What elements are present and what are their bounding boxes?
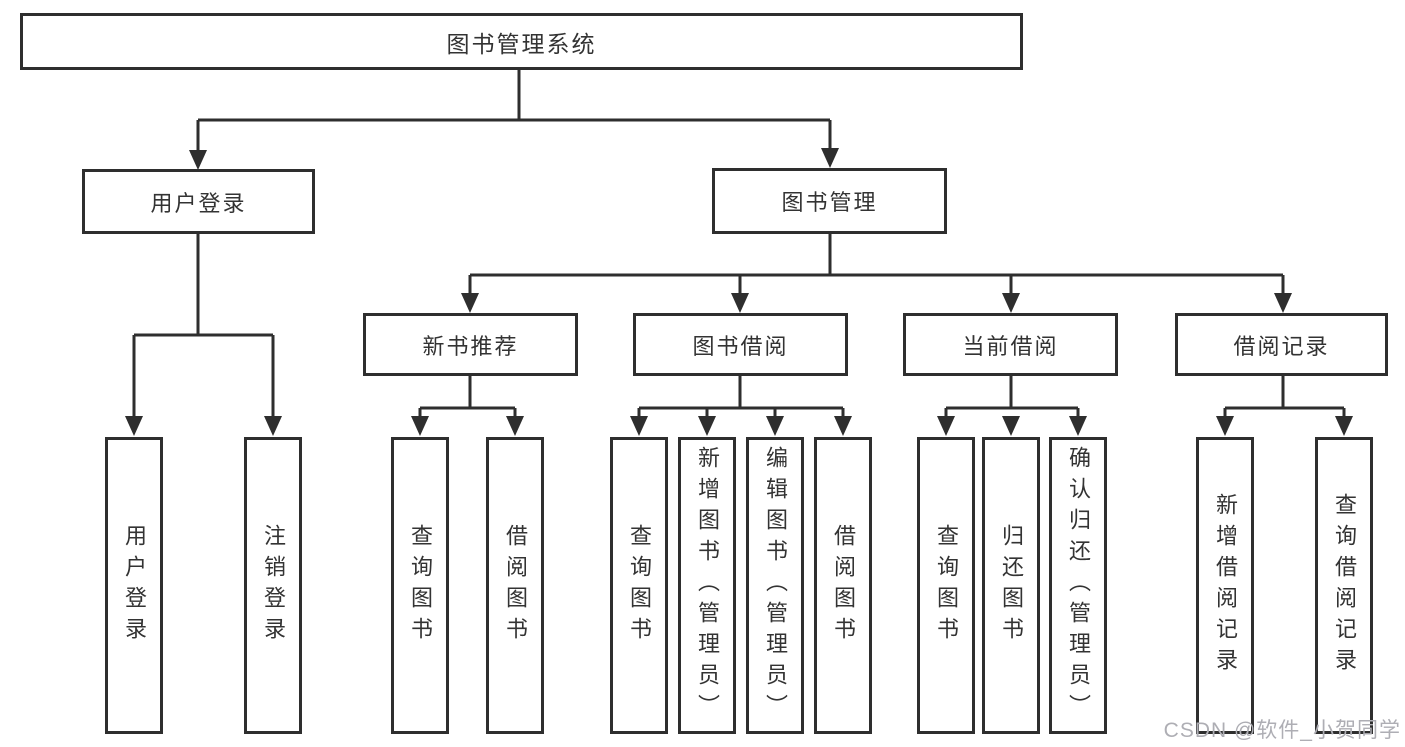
leaf-return-book: 归还图书: [982, 437, 1040, 734]
leaf-query-books-3: 查询图书: [917, 437, 975, 734]
leaf-confirm-return-admin: 确认归还（管理员）: [1049, 437, 1107, 734]
arrowheads: [125, 148, 1353, 436]
leaf-label: 新增图书（管理员）: [695, 446, 720, 725]
leaf-borrow-books-2: 借阅图书: [814, 437, 872, 734]
leaf-label: 用户登录: [122, 523, 147, 648]
leaf-edit-book-admin: 编辑图书（管理员）: [746, 437, 804, 734]
leaf-add-book-admin: 新增图书（管理员）: [678, 437, 736, 734]
node-book-management: 图书管理: [712, 168, 947, 234]
leaf-label: 查询图书: [934, 523, 959, 648]
node-new-book-recommend: 新书推荐: [363, 313, 578, 376]
node-current-borrow: 当前借阅: [903, 313, 1118, 376]
leaf-add-borrow-record: 新增借阅记录: [1196, 437, 1254, 734]
leaf-label: 查询图书: [408, 523, 433, 648]
leaf-label: 借阅图书: [503, 523, 528, 648]
leaf-query-borrow-record: 查询借阅记录: [1315, 437, 1373, 734]
node-book-borrow: 图书借阅: [633, 313, 848, 376]
leaf-label: 注销登录: [261, 523, 286, 648]
leaf-label: 确认归还（管理员）: [1066, 446, 1091, 725]
leaf-query-books-2: 查询图书: [610, 437, 668, 734]
leaf-label: 查询借阅记录: [1332, 492, 1357, 679]
leaf-label: 借阅图书: [831, 523, 856, 648]
leaf-label: 查询图书: [627, 523, 652, 648]
node-root: 图书管理系统: [20, 13, 1023, 70]
node-user-login: 用户登录: [82, 169, 315, 234]
leaf-user-login: 用户登录: [105, 437, 163, 734]
leaf-label: 新增借阅记录: [1213, 492, 1238, 679]
leaf-query-books-1: 查询图书: [391, 437, 449, 734]
leaf-borrow-books-1: 借阅图书: [486, 437, 544, 734]
csdn-watermark: CSDN @软件_小贺同学: [1163, 719, 1401, 742]
node-borrow-record: 借阅记录: [1175, 313, 1388, 376]
leaf-label: 归还图书: [999, 523, 1024, 648]
leaf-logout: 注销登录: [244, 437, 302, 734]
leaf-label: 编辑图书（管理员）: [763, 446, 788, 725]
